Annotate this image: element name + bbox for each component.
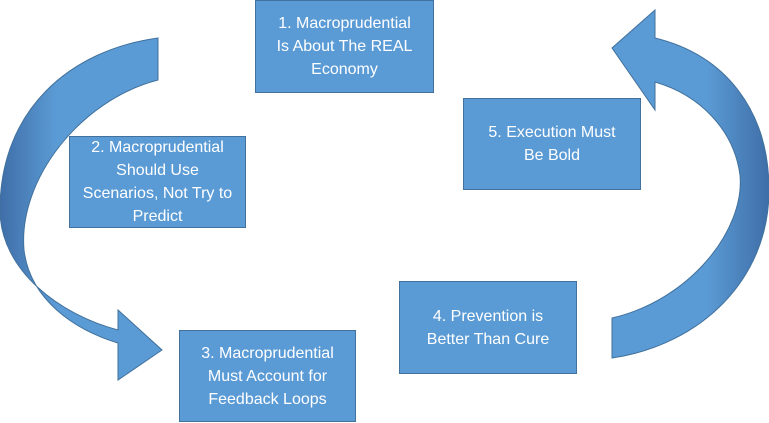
step-box-3: 3. Macroprudential Must Account for Feed…	[179, 330, 356, 422]
step-4-line-2: Better Than Cure	[426, 330, 550, 348]
step-2-line-4: Predict	[132, 208, 183, 225]
step-box-2: 2. Macroprudential Should Use Scenarios,…	[69, 136, 246, 228]
step-1-line-1: 1. Macroprudential	[278, 15, 411, 32]
step-3-line-1: 3. Macroprudential	[201, 344, 334, 362]
step-box-5: 5. Execution Must Be Bold	[463, 98, 641, 190]
step-2-line-3: Scenarios, Not Try to	[82, 185, 233, 202]
step-2-line-1: 2. Macroprudential	[91, 139, 224, 156]
left-curved-arrow	[0, 37, 163, 381]
right-curved-arrow	[611, 8, 769, 359]
step-box-4: 4. Prevention is Better Than Cure	[399, 281, 577, 374]
step-1-line-3: Economy	[311, 61, 378, 78]
step-5-line-2: Be Bold	[523, 147, 581, 164]
step-2-line-2: Should Use	[116, 162, 199, 179]
step-5-line-1: 5. Execution Must	[488, 124, 616, 141]
step-box-1: 1. Macroprudential Is About The REAL Eco…	[255, 0, 434, 93]
step-4-line-1: 4. Prevention is	[432, 307, 544, 325]
step-3-line-2: Must Account for	[207, 367, 328, 385]
step-1-line-2: Is About The REAL	[276, 38, 413, 55]
step-3-line-3: Feedback Loops	[208, 390, 327, 408]
